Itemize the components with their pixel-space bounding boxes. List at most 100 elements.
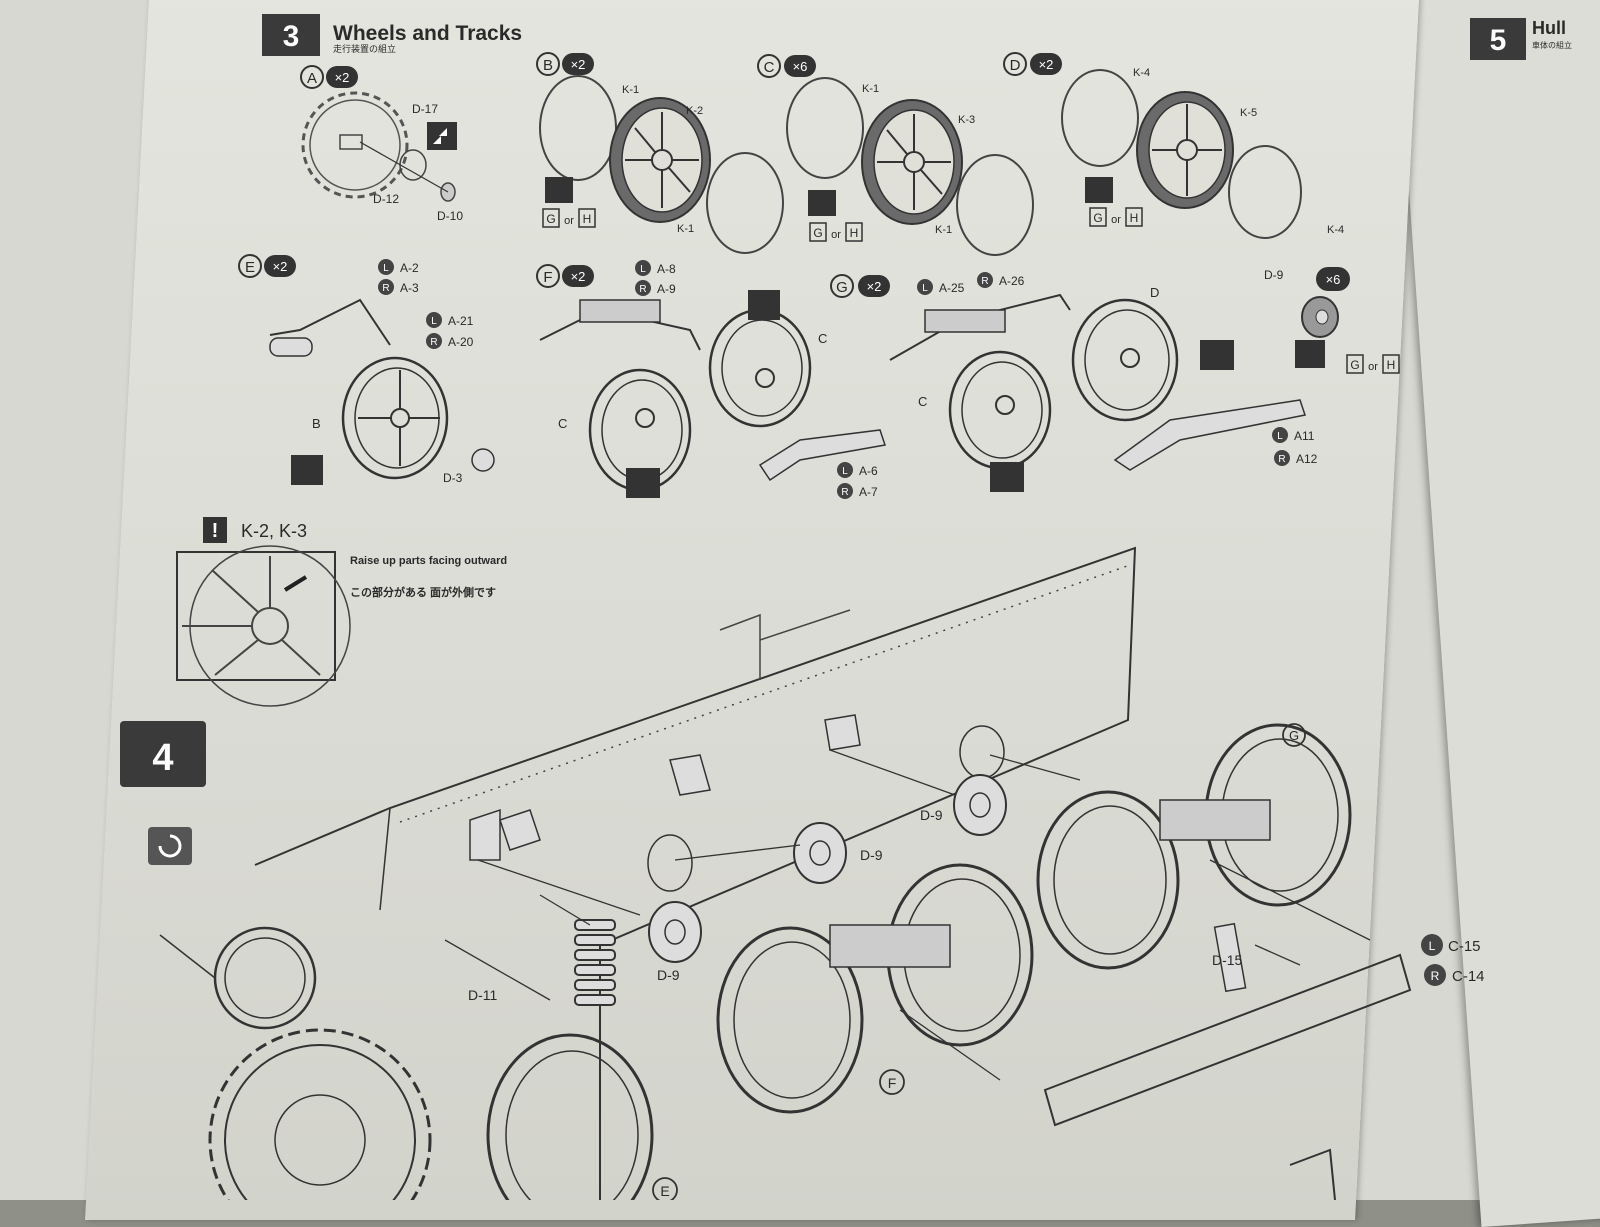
svg-text:G: G [1093, 211, 1102, 225]
svg-text:or: or [1368, 361, 1378, 373]
svg-text:or: or [564, 215, 574, 227]
svg-text:A11: A11 [1294, 429, 1315, 443]
step4-header: 4 [120, 721, 206, 865]
svg-text:L: L [922, 283, 928, 294]
svg-text:3: 3 [283, 20, 300, 53]
glue-icon [748, 290, 780, 320]
svg-text:K-1: K-1 [935, 224, 952, 236]
svg-text:!: ! [212, 520, 219, 542]
svg-text:R: R [1431, 969, 1440, 983]
svg-text:D-9: D-9 [860, 847, 883, 863]
svg-text:R: R [841, 487, 848, 498]
step3-title: Wheels and Tracks [333, 22, 522, 45]
svg-text:×2: ×2 [867, 279, 882, 294]
svg-text:A-8: A-8 [657, 262, 676, 276]
step5-subtitle: 車体の組立 [1532, 40, 1572, 50]
svg-text:L: L [1429, 939, 1436, 953]
note-text-en: Raise up parts facing outward [350, 555, 507, 567]
svg-text:D: D [1010, 57, 1021, 74]
svg-text:A-2: A-2 [400, 261, 419, 275]
svg-text:K-1: K-1 [622, 84, 639, 96]
svg-text:L: L [842, 466, 848, 477]
svg-text:K-4: K-4 [1133, 67, 1150, 79]
glue-icon [626, 468, 660, 498]
svg-text:4: 4 [152, 737, 173, 779]
svg-text:K-2: K-2 [686, 105, 703, 117]
svg-text:F: F [888, 1075, 897, 1091]
svg-text:A-26: A-26 [999, 274, 1025, 288]
svg-text:D-17: D-17 [412, 102, 438, 116]
subassembly-d: D ×2 K-4 K-5 K-4 G or H [1003, 52, 1344, 239]
svg-text:A-3: A-3 [400, 281, 419, 295]
svg-text:D-12: D-12 [373, 192, 399, 206]
svg-text:A-9: A-9 [657, 282, 676, 296]
svg-text:A12: A12 [1296, 452, 1318, 466]
svg-text:H: H [583, 212, 592, 226]
svg-text:K-5: K-5 [1240, 107, 1257, 119]
svg-text:R: R [430, 337, 437, 348]
rotate-icon [148, 827, 192, 865]
glue-icon [990, 462, 1024, 492]
step3-header: 3 Wheels and Tracks 走行装置の組立 [262, 14, 522, 56]
svg-text:C: C [918, 394, 927, 409]
glue-icon [1200, 340, 1234, 370]
svg-text:L: L [640, 264, 646, 275]
svg-text:G: G [813, 226, 822, 240]
svg-text:A-25: A-25 [939, 281, 965, 295]
svg-text:G: G [836, 279, 848, 296]
svg-text:D-15: D-15 [1212, 952, 1243, 968]
svg-text:×2: ×2 [1039, 57, 1054, 72]
svg-text:C: C [818, 331, 827, 346]
subassembly-g: G ×2 L A-25 R A-26 C D L A11 R A12 [830, 272, 1318, 492]
svg-text:A: A [307, 70, 317, 87]
svg-text:or: or [831, 229, 841, 241]
subassembly-d9: D-9 ×6 G or H [1264, 267, 1400, 374]
svg-text:K-3: K-3 [958, 114, 975, 126]
svg-text:A-6: A-6 [859, 464, 878, 478]
svg-text:or: or [1111, 214, 1121, 226]
svg-text:L: L [383, 263, 389, 274]
svg-text:B: B [543, 57, 553, 74]
svg-text:×6: ×6 [1326, 272, 1341, 287]
svg-text:R: R [1278, 454, 1285, 465]
svg-text:H: H [1130, 211, 1139, 225]
hull-drawing [159, 546, 1412, 1200]
svg-text:D-9: D-9 [1264, 268, 1284, 282]
svg-text:C-15: C-15 [1448, 938, 1481, 955]
paint-icon [545, 177, 573, 203]
note-k2-k3: ! K-2, K-3 Raise up parts facing outward… [176, 517, 507, 707]
subassembly-e: E ×2 L A-2 R A-3 L A-21 R A-20 B D-3 [238, 254, 495, 485]
svg-text:K-4: K-4 [1327, 224, 1344, 236]
svg-text:K-1: K-1 [862, 83, 879, 95]
svg-text:H: H [850, 226, 859, 240]
step5-header: 5 Hull 車体の組立 [1470, 18, 1572, 60]
svg-text:C-14: C-14 [1452, 968, 1485, 985]
paint-icon [1085, 177, 1113, 203]
svg-text:D-9: D-9 [657, 967, 680, 983]
note-parts: K-2, K-3 [241, 521, 307, 541]
svg-text:F: F [543, 269, 552, 286]
svg-text:E: E [660, 1183, 669, 1199]
svg-text:G: G [546, 212, 555, 226]
svg-text:C: C [558, 416, 567, 431]
svg-text:K-1: K-1 [677, 223, 694, 235]
svg-text:A-21: A-21 [448, 314, 474, 328]
svg-text:5: 5 [1490, 24, 1507, 57]
glue-icon [291, 455, 323, 485]
subassembly-a: A ×2 D-17 D-12 D-10 [300, 65, 463, 223]
step4-labels: D-9 D-9 D-9 D-11 D-15 G F E L C-15 R C-1… [468, 723, 1485, 1200]
svg-text:×2: ×2 [273, 259, 288, 274]
svg-text:×6: ×6 [793, 59, 808, 74]
svg-text:B: B [312, 416, 321, 431]
assembly-diagram: 5 Hull 車体の組立 3 Wheels and Tracks 走行装置の組立… [120, 14, 1572, 1200]
svg-text:R: R [981, 276, 988, 287]
svg-text:D-3: D-3 [443, 471, 463, 485]
note-text-jp: この部分がある 面が外側です [350, 585, 496, 599]
svg-text:A-20: A-20 [448, 335, 474, 349]
svg-text:D-11: D-11 [468, 987, 498, 1003]
svg-text:L: L [1277, 431, 1283, 442]
svg-text:R: R [639, 284, 646, 295]
svg-text:×2: ×2 [571, 57, 586, 72]
svg-text:D-10: D-10 [437, 209, 463, 223]
step3-subtitle: 走行装置の組立 [333, 43, 396, 54]
